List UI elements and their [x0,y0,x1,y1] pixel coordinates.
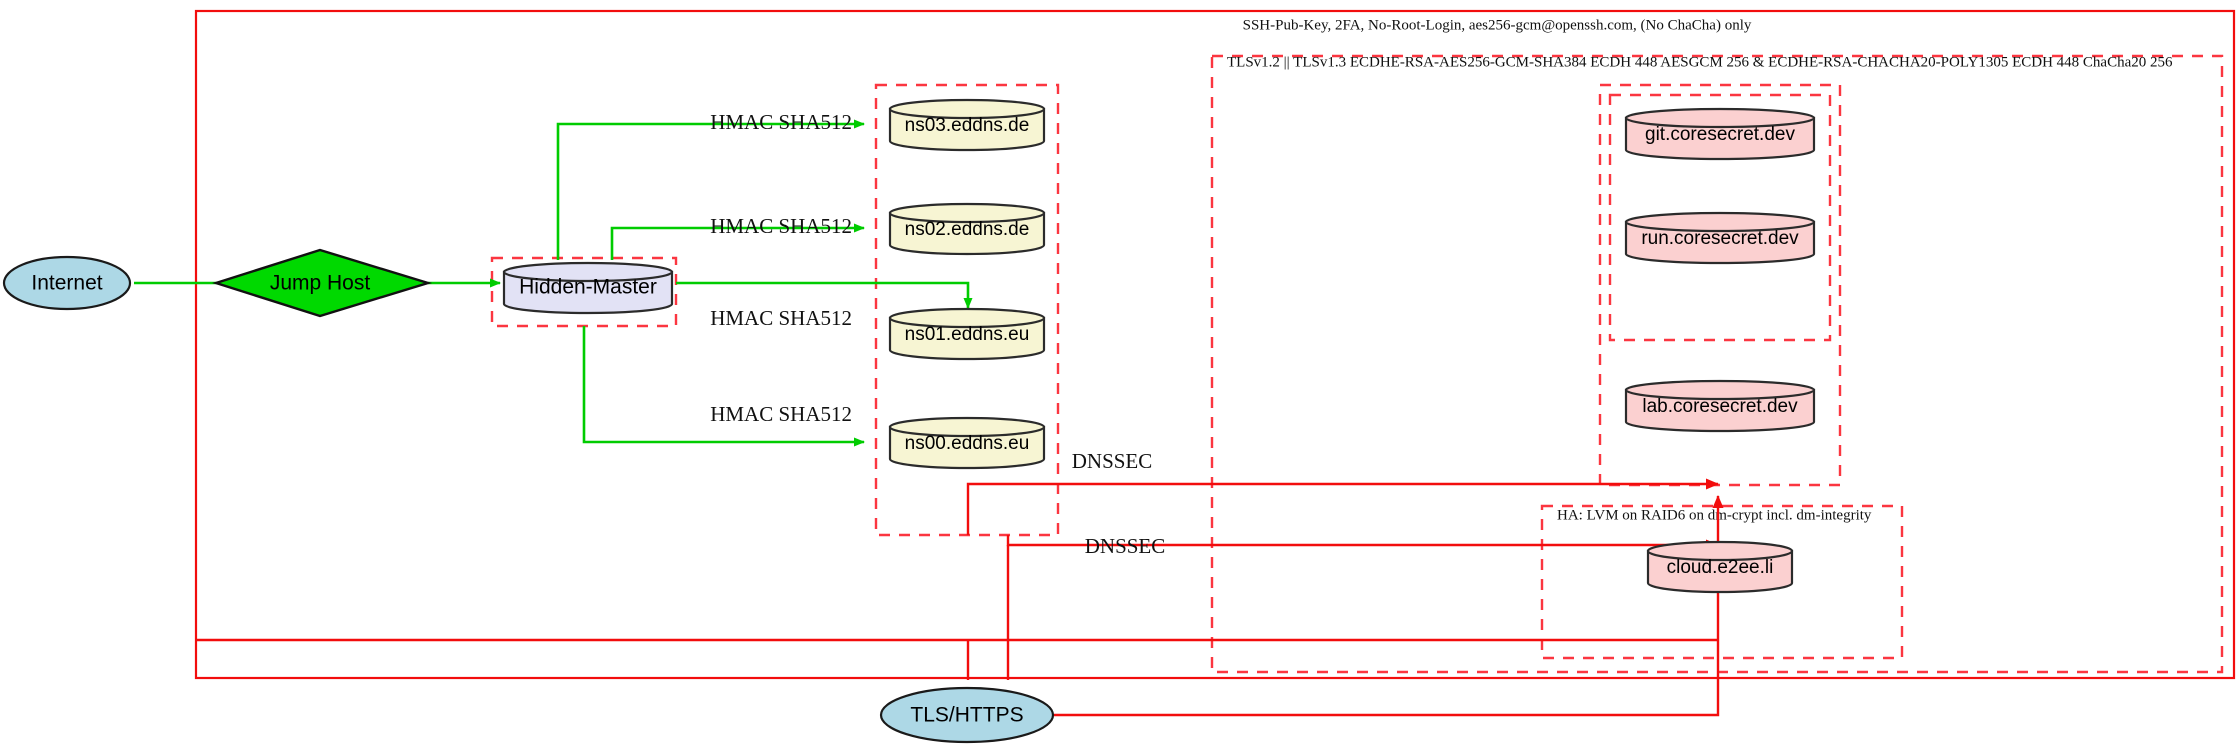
node-cloud-e2ee[interactable]: cloud.e2ee.li [1646,540,1794,594]
node-internet[interactable]: Internet [2,255,132,311]
git-coresecret-cylinder-top [1624,107,1816,129]
cloud-e2ee-cylinder-body [1646,549,1794,594]
git-coresecret-label: git.coresecret.dev [1645,124,1795,145]
ns02-label: ns02.eddns.de [905,219,1030,240]
edge-label-dnssec-upper: DNSSEC [1072,449,1153,473]
ns01-cylinder-top [888,307,1046,329]
edge-label-hmac-ns03: HMAC SHA512 [710,110,852,134]
jump-host-label: Jump Host [270,272,371,295]
cloud-e2ee-cylinder-top [1646,540,1794,562]
edge-hiddenmaster-to-ns02 [610,223,865,260]
git-coresecret-cylinder-body [1624,116,1816,161]
cluster-coresecret-zone-outer [1598,83,1842,487]
edge-label-dnssec-lower: DNSSEC [1085,534,1166,558]
hidden-master-cylinder-top [502,261,674,283]
node-run-coresecret[interactable]: run.coresecret.dev [1624,211,1816,265]
node-git-coresecret[interactable]: git.coresecret.dev [1624,107,1816,161]
ns00-cylinder-top [888,416,1046,438]
internet-ellipse [2,255,132,311]
cloud-e2ee-label: cloud.e2ee.li [1667,557,1774,578]
lab-coresecret-label: lab.coresecret.dev [1642,396,1798,417]
node-jump-host[interactable]: Jump Host [212,248,433,318]
node-ns03[interactable]: ns03.eddns.de [888,98,1046,152]
node-ns01[interactable]: ns01.eddns.eu [888,307,1046,361]
ns03-cylinder-body [888,107,1046,152]
edge-dnssec-upper [966,478,1719,535]
run-coresecret-label: run.coresecret.dev [1641,228,1799,249]
edge-hiddenmaster-to-ns03 [556,119,865,260]
cluster-tls-zone-label: TLSv1.2 || TLSv1.3 ECDHE-RSA-AES256-GCM-… [1227,54,2173,70]
edge-tlshttps-to-ha [1053,495,1724,717]
ns02-cylinder-top [888,202,1046,224]
lab-coresecret-cylinder-top [1624,379,1816,401]
run-coresecret-cylinder-top [1624,211,1816,233]
ns02-cylinder-body [888,211,1046,256]
ns03-label: ns03.eddns.de [905,115,1030,136]
edge-label-hmac-ns02: HMAC SHA512 [710,214,852,238]
run-coresecret-cylinder-body [1624,220,1816,265]
internet-label: Internet [31,272,102,295]
tls-https-ellipse [879,686,1055,744]
node-tls-https[interactable]: TLS/HTTPS [879,686,1055,744]
edge-label-hmac-ns00: HMAC SHA512 [710,402,852,426]
edge-label-hmac-ns01: HMAC SHA512 [710,306,852,330]
tls-https-label: TLS/HTTPS [910,704,1023,727]
node-ns00[interactable]: ns00.eddns.eu [888,416,1046,470]
node-ns02[interactable]: ns02.eddns.de [888,202,1046,256]
node-hidden-master[interactable]: Hidden-Master [502,261,674,315]
ns00-cylinder-body [888,425,1046,470]
ns03-cylinder-top [888,98,1046,120]
cluster-ssh-perimeter-label: SSH-Pub-Key, 2FA, No-Root-Login, aes256-… [1243,17,1752,33]
cluster-coresecret-zone-inner [1608,93,1832,342]
lab-coresecret-cylinder-body [1624,388,1816,433]
ns00-label: ns00.eddns.eu [905,433,1030,454]
edge-hiddenmaster-to-ns00 [582,326,865,447]
jump-host-diamond [212,248,433,318]
hidden-master-label: Hidden-Master [519,276,657,299]
node-lab-coresecret[interactable]: lab.coresecret.dev [1624,379,1816,433]
edge-hiddenmaster-to-ns01 [676,281,973,309]
ns01-label: ns01.eddns.eu [905,324,1030,345]
cluster-ssh-perimeter [194,9,2236,680]
cluster-ha-zone-label: HA: LVM on RAID6 on dm-crypt incl. dm-in… [1557,507,1872,523]
ns01-cylinder-body [888,316,1046,361]
hidden-master-cylinder-body [502,270,674,315]
